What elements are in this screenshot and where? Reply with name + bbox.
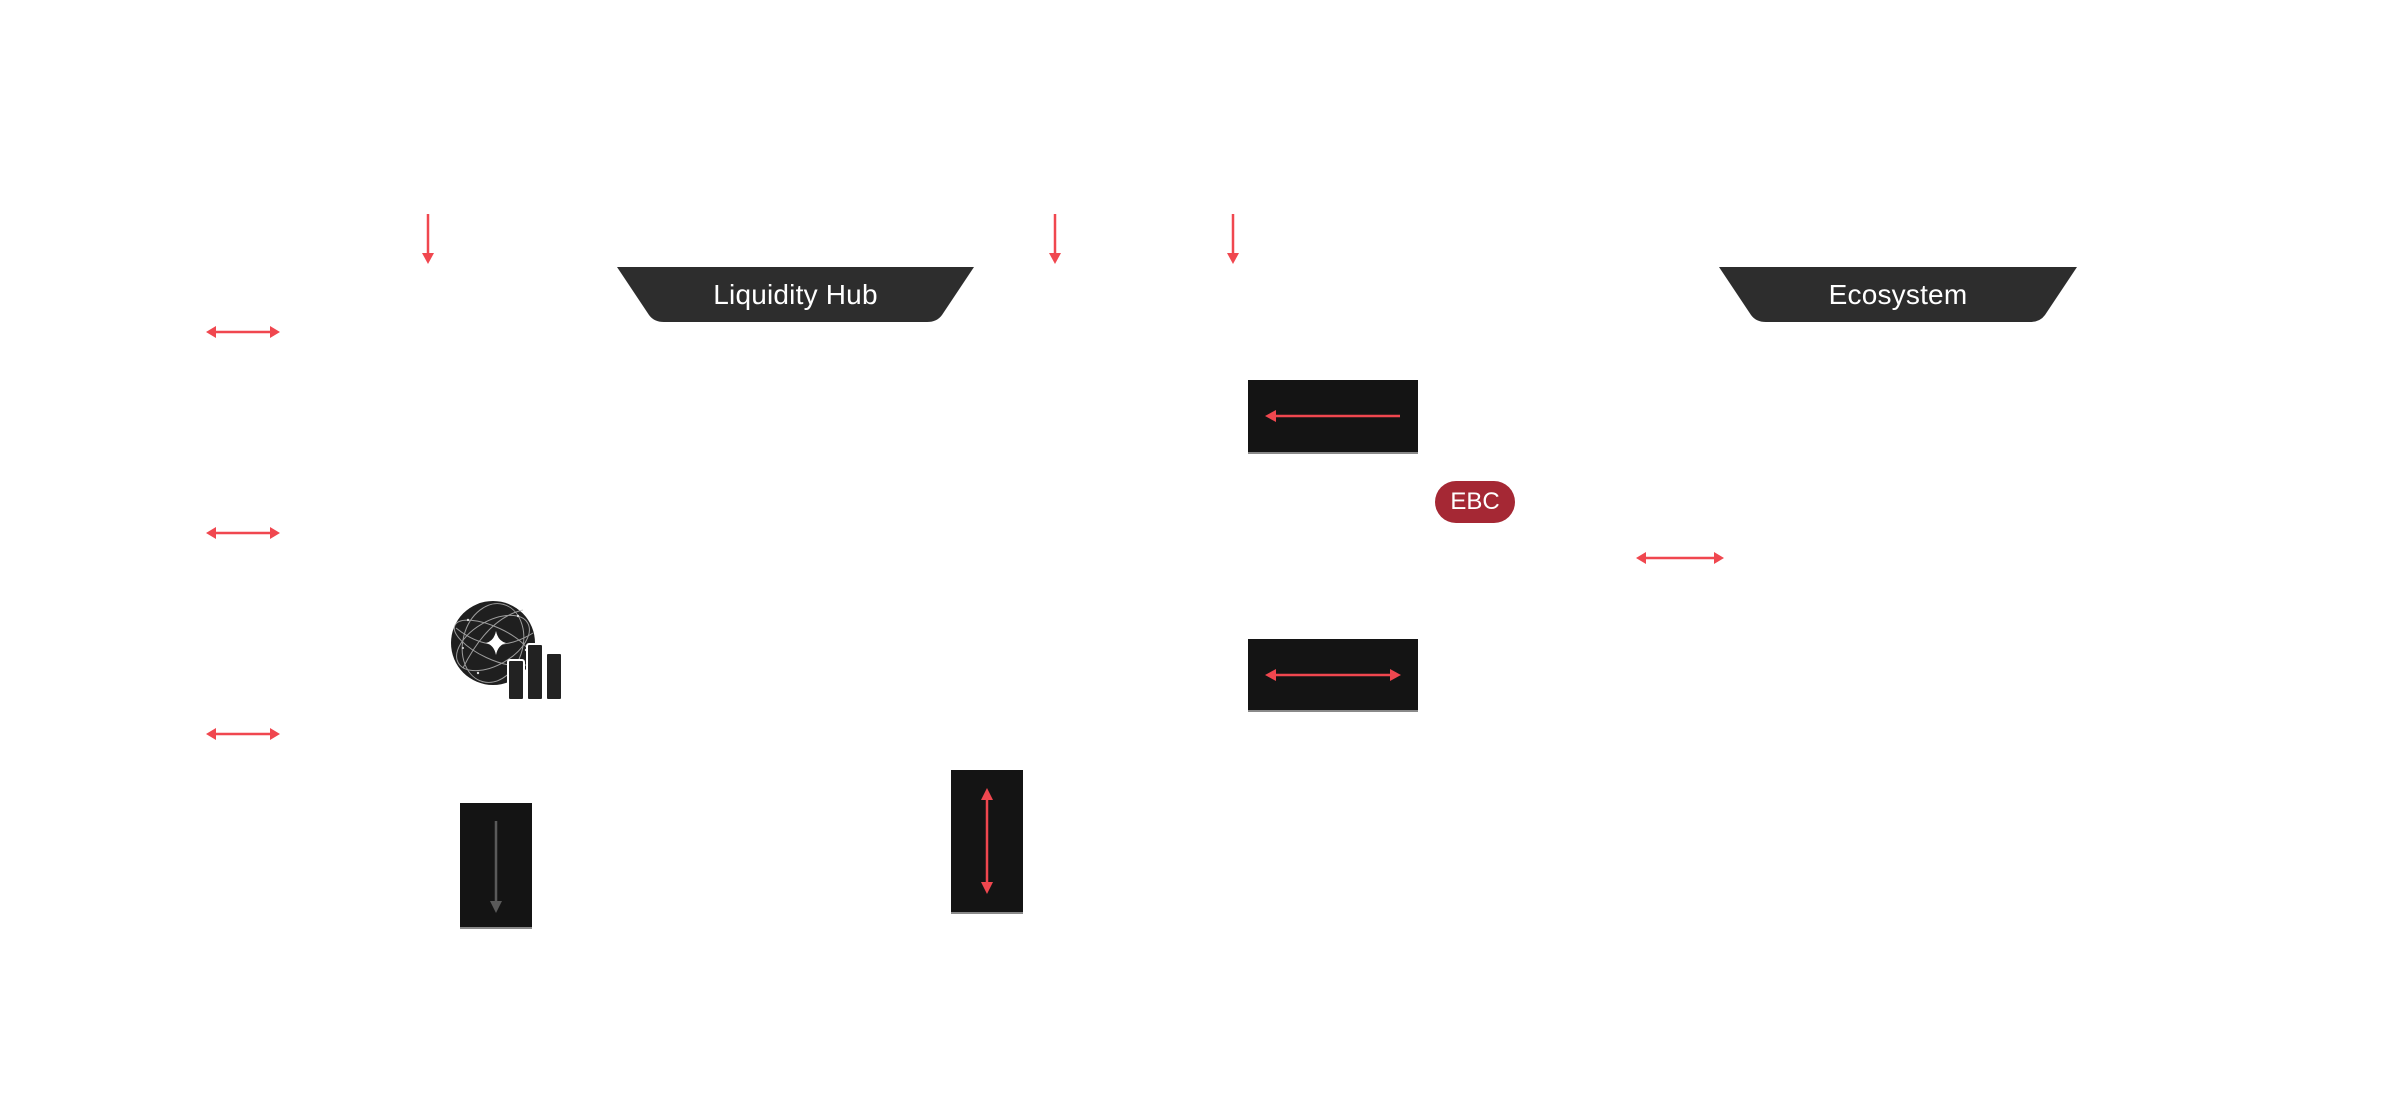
left-arrow-box [1248,380,1418,454]
ecosystem-label: Ecosystem [1828,279,1968,310]
double-arrow-horizontal-icon [206,728,280,740]
liquidity-hub-banner: Liquidity Hub [617,267,974,322]
ecosystem-banner: Ecosystem [1719,267,2077,322]
globe-with-bar-chart-icon [451,601,563,701]
vertical-double-arrow-box [951,770,1023,914]
double-arrow-box [1248,639,1418,712]
sparkle-icon [486,631,506,655]
double-arrow-horizontal-icon [1265,669,1401,681]
down-arrow-box [460,803,532,929]
double-arrow-vertical-icon [981,788,993,894]
trapezoid-shape [617,267,974,322]
double-arrow-horizontal-icon [206,326,280,338]
liquidity-hub-label: Liquidity Hub [713,279,878,310]
ebc-badge: EBC [1435,481,1515,523]
double-arrow-horizontal-icon [206,527,280,539]
down-arrow-icon [1227,214,1239,264]
arrow-down-icon [490,821,502,913]
down-arrow-icon [422,214,434,264]
arrow-left-icon [1265,410,1400,422]
double-arrow-horizontal-icon [1636,552,1724,564]
down-arrow-icon [1049,214,1061,264]
trapezoid-shape [1719,267,2077,322]
